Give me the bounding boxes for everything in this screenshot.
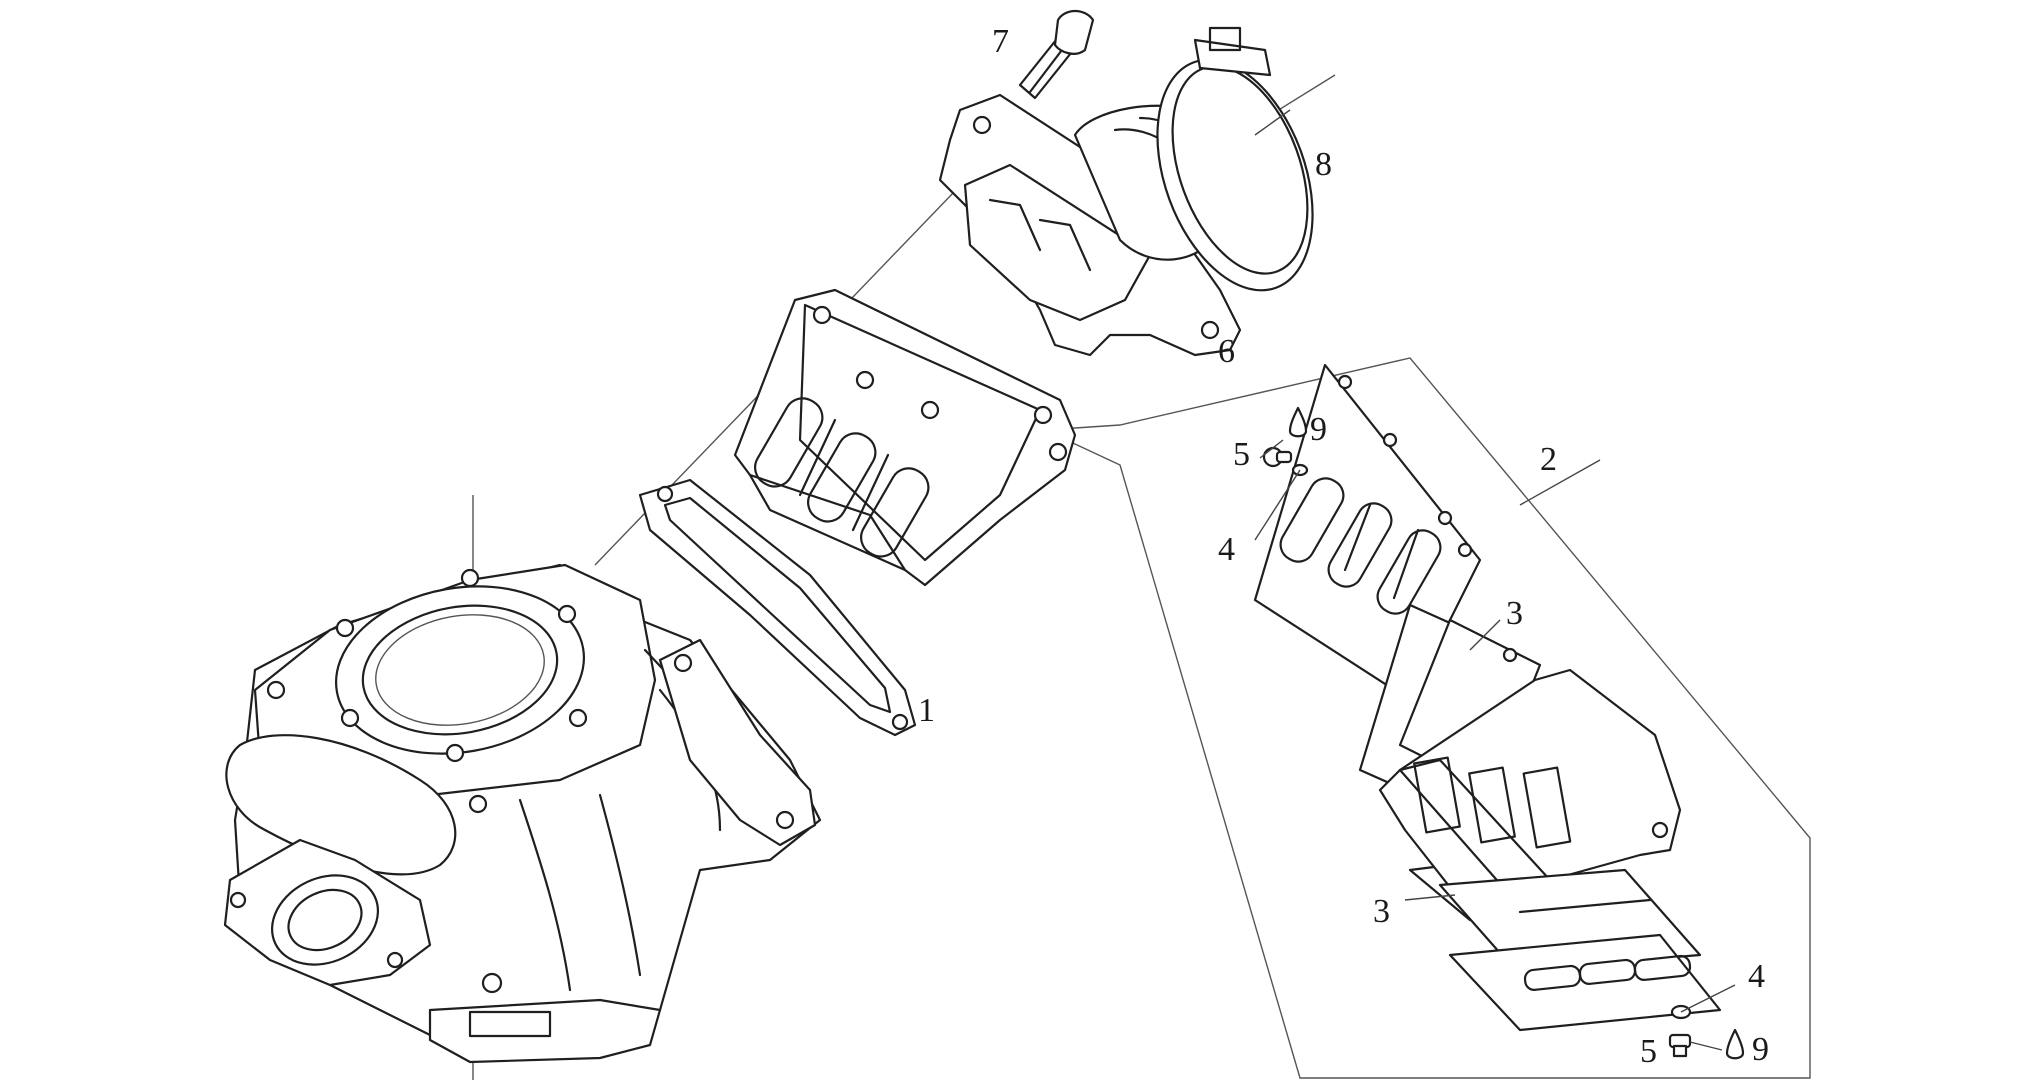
callout-3-upper: 3 (1506, 595, 1523, 632)
drop-icon (1288, 406, 1308, 438)
screw-washer-group-lower (1668, 984, 1745, 1060)
part-7-bolt (1018, 9, 1095, 100)
reed-valve-cage (733, 288, 1077, 587)
leader-lines (1404, 459, 1601, 901)
callout-5-upper: 5 (1233, 436, 1250, 473)
callout-4-upper: 4 (1218, 531, 1235, 568)
cylinder-block (223, 563, 822, 1064)
callout-7: 7 (992, 23, 1009, 60)
part-1-gasket (638, 478, 917, 737)
drop-icon (1725, 1028, 1745, 1060)
callout-3-lower: 3 (1373, 893, 1390, 930)
callout-2: 2 (1540, 441, 1557, 478)
screw-washer-group-upper (1254, 406, 1309, 541)
callout-5-lower: 5 (1640, 1033, 1657, 1070)
callout-6: 6 (1218, 333, 1235, 370)
callout-1: 1 (918, 692, 935, 729)
callout-8: 8 (1315, 146, 1332, 183)
callout-4-lower: 4 (1748, 958, 1765, 995)
callout-9-upper: 9 (1310, 411, 1327, 448)
detail-reed-plate-lower (1438, 868, 1722, 1032)
part-8-hose-clamp (1156, 26, 1314, 292)
callout-9-lower: 9 (1752, 1031, 1769, 1068)
callout-labels: 1 2 3 3 4 4 5 5 6 7 8 9 9 (918, 23, 1769, 1070)
detail-frame (1044, 357, 1811, 1079)
